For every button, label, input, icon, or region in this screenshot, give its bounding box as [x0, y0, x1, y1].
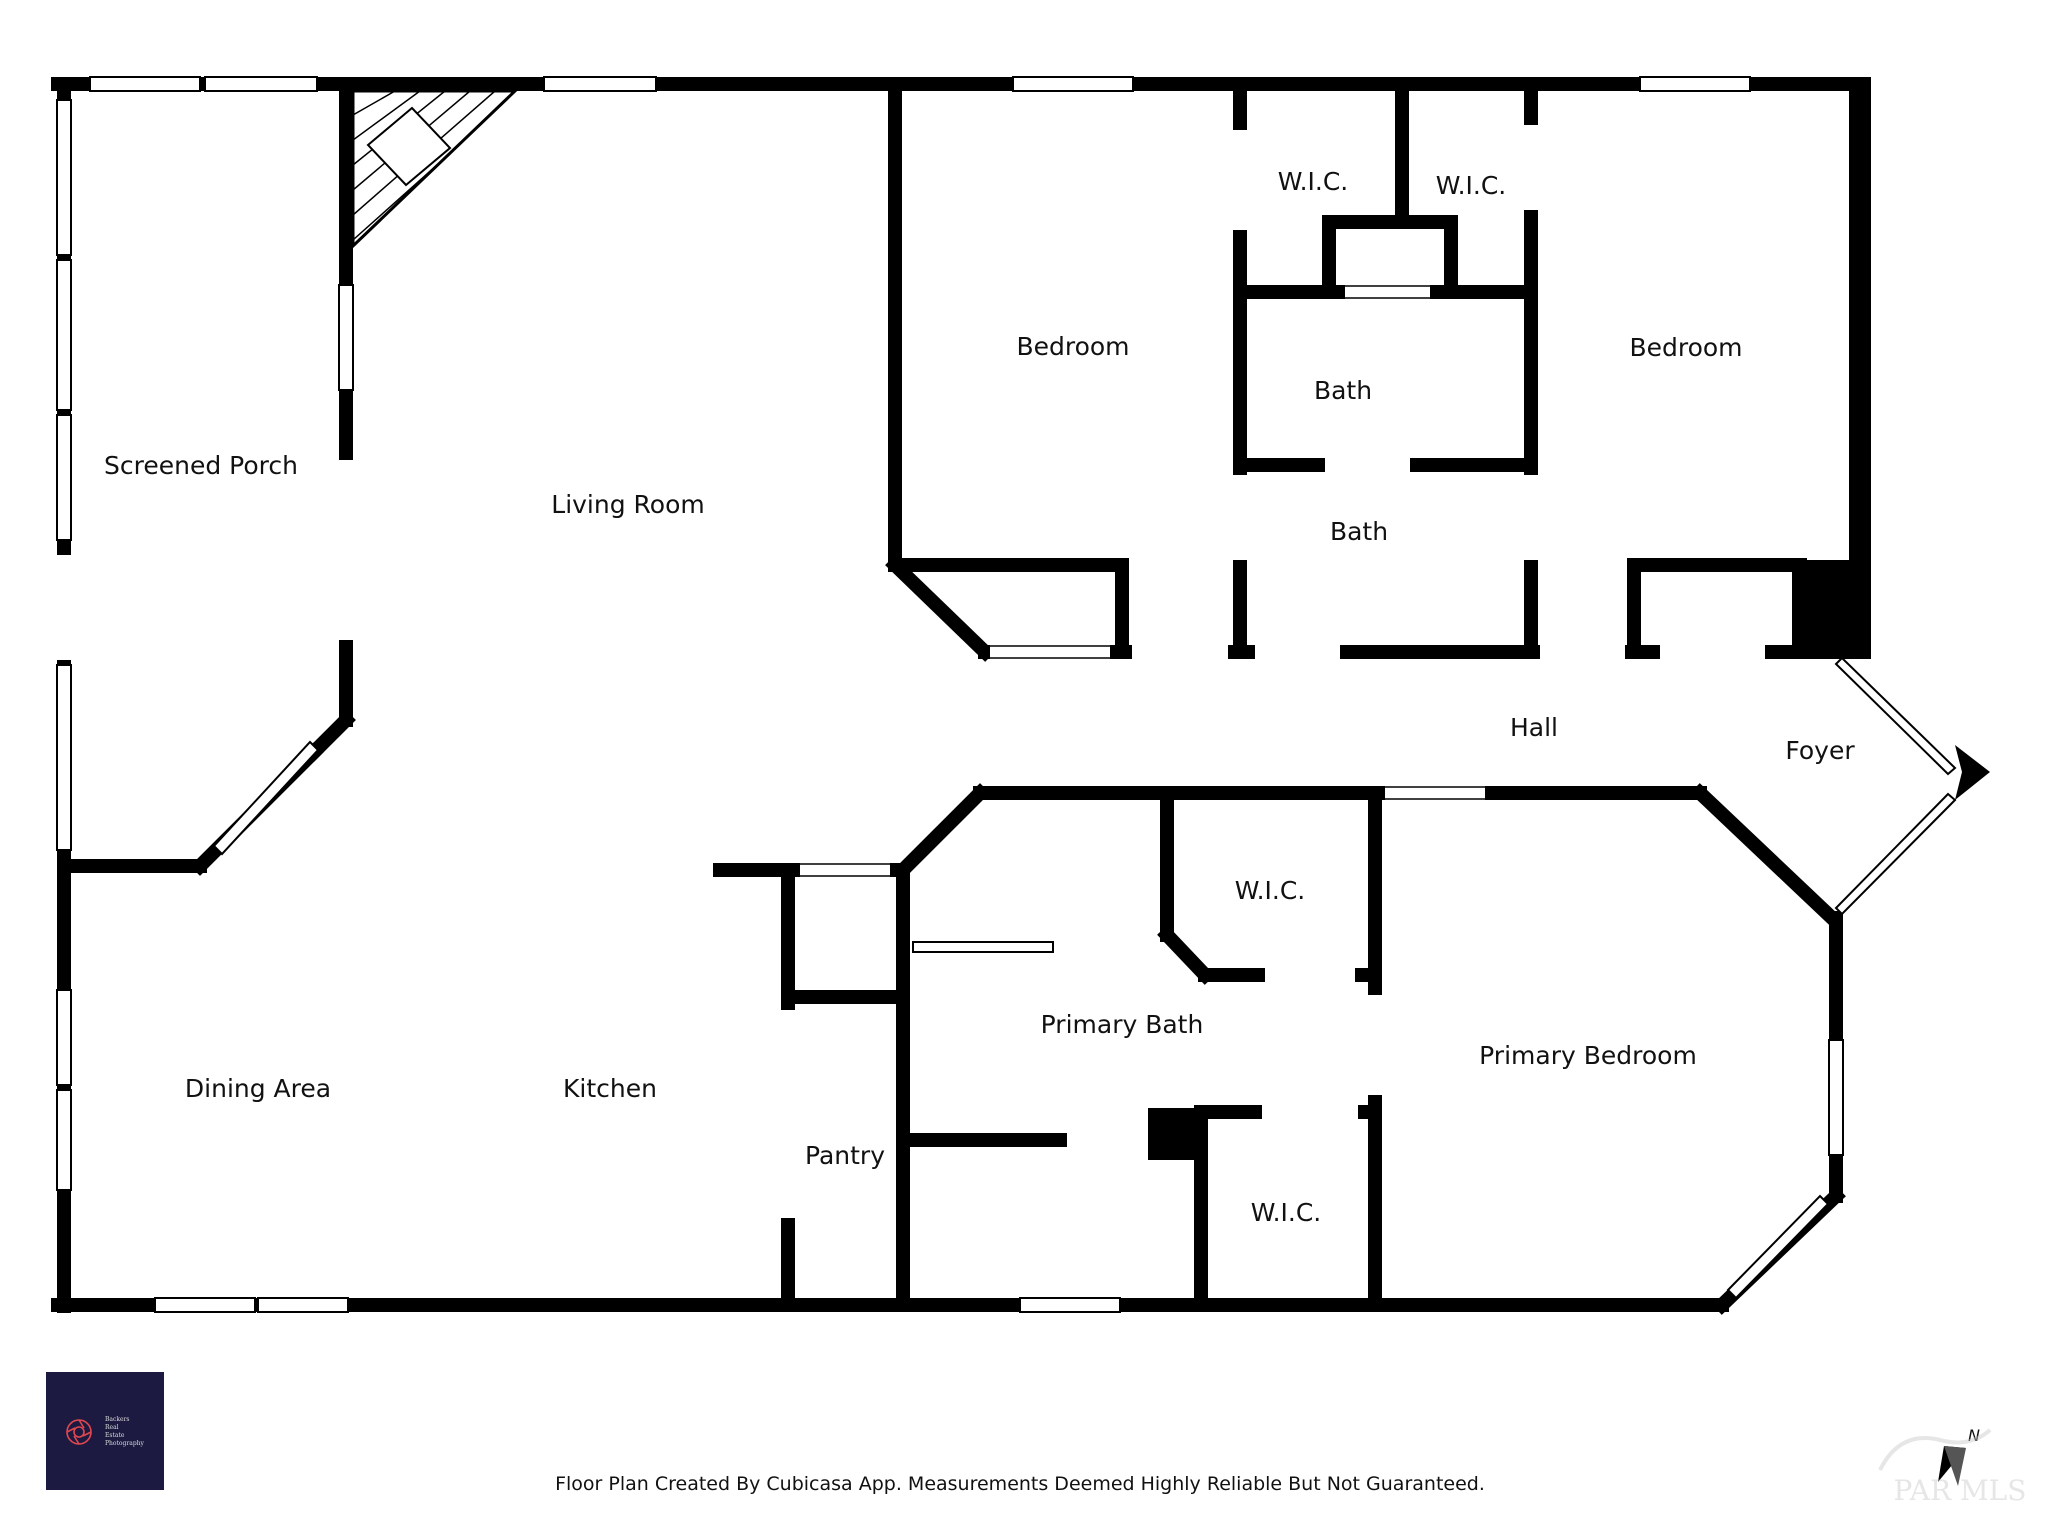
disclaimer-text: Floor Plan Created By Cubicasa App. Meas…	[555, 1473, 1485, 1495]
windows	[56, 76, 1844, 1313]
north-arrow-icon: N	[1938, 1426, 1980, 1486]
label-primary-bath: Primary Bath	[1041, 1010, 1204, 1039]
logo-background	[46, 1372, 164, 1490]
foyer-entry	[1955, 745, 1990, 800]
label-wic-2: W.I.C.	[1436, 171, 1507, 200]
label-pantry: Pantry	[805, 1141, 885, 1170]
room-labels: Screened Porch Living Room Bedroom W.I.C…	[104, 167, 1855, 1227]
logo-line-4: Photography	[105, 1440, 145, 1447]
label-bedroom-2: Bedroom	[1629, 333, 1742, 362]
logo-line-2: Real	[105, 1424, 119, 1431]
label-bath-2: Bath	[1330, 517, 1388, 546]
label-living-room: Living Room	[551, 490, 704, 519]
compass-north-label: N	[1968, 1426, 1980, 1445]
label-bedroom-1: Bedroom	[1016, 332, 1129, 361]
aperture-icon	[66, 1419, 92, 1445]
label-wic-1: W.I.C.	[1278, 167, 1349, 196]
logo-line-3: Estate	[105, 1432, 125, 1439]
vanity-counter	[912, 941, 1054, 953]
mls-watermark: PAR MLS	[1878, 1428, 2027, 1507]
door-openings	[56, 125, 1765, 1218]
watermark-text: PAR MLS	[1894, 1474, 2027, 1507]
label-foyer: Foyer	[1785, 736, 1855, 765]
label-screened-porch: Screened Porch	[104, 451, 298, 480]
walls	[51, 77, 1871, 1315]
label-dining-area: Dining Area	[185, 1074, 331, 1103]
photographer-logo: Backers Real Estate Photography	[46, 1372, 164, 1490]
door-frames	[800, 285, 1485, 877]
logo-line-1: Backers	[105, 1416, 129, 1423]
diagonal-windows	[212, 656, 1957, 1300]
label-bath-1: Bath	[1314, 376, 1372, 405]
label-hall: Hall	[1510, 713, 1558, 742]
wall-blocks	[1148, 560, 1864, 1160]
label-primary-bedroom: Primary Bedroom	[1479, 1041, 1697, 1070]
label-kitchen: Kitchen	[563, 1074, 657, 1103]
fireplace	[351, 89, 519, 250]
label-wic-4: W.I.C.	[1251, 1198, 1322, 1227]
label-wic-3: W.I.C.	[1235, 876, 1306, 905]
